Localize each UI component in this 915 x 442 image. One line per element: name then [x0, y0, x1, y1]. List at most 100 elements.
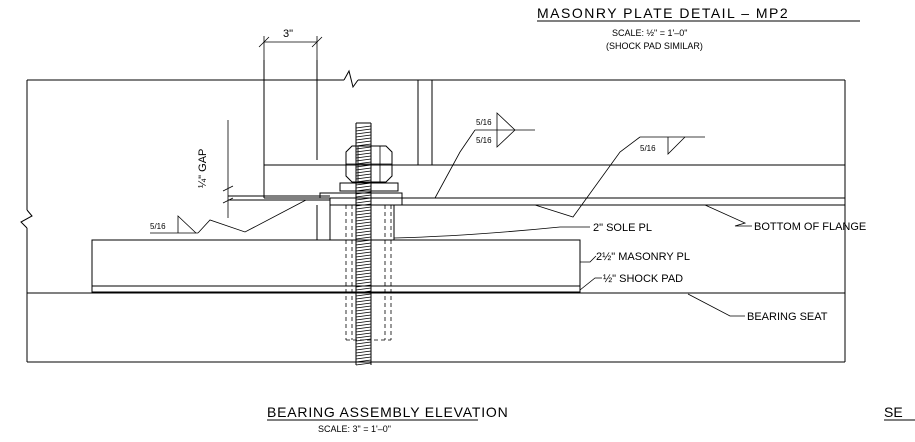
bolt-thread [355, 242, 372, 246]
bolt-thread [355, 206, 372, 210]
bolt-thread [355, 329, 372, 333]
bolt-thread [355, 356, 372, 360]
gap-dimension: ¼" GAP [197, 120, 234, 218]
shock-pad-callout-label: ½" SHOCK PAD [603, 273, 683, 285]
bolt-thread [355, 338, 372, 342]
bolt-thread [355, 353, 372, 357]
masonry-plate-callout-label: 2½" MASONRY PL [596, 251, 690, 263]
dimension-3in: 3" [258, 28, 323, 60]
bolt-thread [355, 212, 372, 216]
shock-pad-callout: ½" SHOCK PAD [579, 273, 683, 291]
bolt-thread [355, 173, 372, 177]
bolt-thread [355, 233, 372, 237]
bolt-thread [355, 248, 372, 252]
bolt-thread [355, 218, 372, 222]
bolt-thread [355, 236, 372, 240]
bolt-thread [355, 125, 372, 129]
bottom-title-scale: SCALE: 3" = 1'–0" [318, 424, 391, 434]
bolt-thread [355, 335, 372, 339]
shock-pad [91, 285, 581, 293]
gap-dimension-label: ¼" GAP [197, 149, 209, 188]
bolt-thread [355, 230, 372, 234]
bottom-of-flange-label: BOTTOM OF FLANGE [754, 221, 866, 233]
bolt-thread [355, 332, 372, 336]
weld-symbol-right: 5/16 [534, 136, 705, 218]
bolt-thread [355, 266, 372, 270]
bolt-thread [355, 140, 372, 144]
bolt-thread [355, 146, 372, 150]
bolt-thread [355, 296, 372, 300]
top-title-note: (SHOCK PAD SIMILAR) [606, 41, 703, 51]
bolt-thread [355, 128, 372, 132]
weld-symbol-upper-top-label: 5/16 [476, 118, 492, 127]
bolt-thread [355, 137, 372, 141]
bolt-thread [355, 302, 372, 306]
bolt-thread [355, 164, 372, 168]
bolt-thread [355, 362, 372, 366]
bolt-thread [355, 269, 372, 273]
bolt-thread [355, 257, 372, 261]
side-title-fragment: SE [884, 404, 903, 420]
bolt-thread [355, 272, 372, 276]
masonry-plate-callout: 2½" MASONRY PL [580, 251, 690, 263]
bolt-thread [355, 155, 372, 159]
anchor-bolt [355, 122, 372, 366]
bolt-thread [355, 320, 372, 324]
bolt-thread [355, 131, 372, 135]
bolt-thread [355, 308, 372, 312]
top-title-scale: SCALE: ½" = 1'–0" [612, 28, 687, 38]
bolt-thread [355, 317, 372, 321]
weld-symbol-upper: 5/16 5/16 [434, 112, 535, 199]
bolt-thread [355, 251, 372, 255]
bolt-thread [355, 299, 372, 303]
sole-plate [228, 195, 403, 240]
bolt-thread [355, 176, 372, 180]
bolt-thread [355, 134, 372, 138]
weld-symbol-right-label: 5/16 [640, 144, 656, 153]
bolt-thread [355, 311, 372, 315]
masonry-plate [91, 239, 581, 287]
bolt-thread [355, 215, 372, 219]
washer [319, 182, 403, 199]
bolt-thread [355, 275, 372, 279]
bolt-thread [355, 323, 372, 327]
bolt-thread [355, 314, 372, 318]
bolt-thread [355, 341, 372, 345]
bolt-thread [355, 167, 372, 171]
bolt-thread [355, 326, 372, 330]
bolt-thread [355, 224, 372, 228]
weld-symbol-left: 5/16 [150, 199, 307, 234]
sole-plate-callout-label: 2" SOLE PL [593, 222, 652, 234]
bottom-of-flange-callout: BOTTOM OF FLANGE [704, 204, 866, 233]
bolt-thread [355, 221, 372, 225]
sole-plate-callout: 2" SOLE PL [393, 222, 652, 239]
bolt-thread [355, 158, 372, 162]
bolt-thread [355, 287, 372, 291]
bolt-thread [355, 254, 372, 258]
bolt-thread [355, 185, 372, 189]
bolt-thread [355, 260, 372, 264]
weld-symbol-left-label: 5/16 [150, 222, 166, 231]
bolt-thread [355, 281, 372, 285]
hex-nut [345, 145, 393, 183]
dimension-3in-label: 3" [283, 28, 293, 40]
top-title: MASONRY PLATE DETAIL – MP2 [537, 5, 789, 21]
bottom-title: BEARING ASSEMBLY ELEVATION [267, 404, 509, 420]
bolt-thread [355, 194, 372, 198]
bolt-thread [355, 278, 372, 282]
bolt-thread [355, 263, 372, 267]
bolt-thread [355, 152, 372, 156]
bolt-thread [355, 344, 372, 348]
bolt-thread [355, 359, 372, 363]
bolt-thread [355, 293, 372, 297]
girder-outline [20, 69, 846, 363]
bolt-thread [355, 200, 372, 204]
bolt-thread [355, 290, 372, 294]
bolt-thread [355, 245, 372, 249]
bolt-thread [355, 350, 372, 354]
anchor-bolt-hole [345, 205, 392, 341]
stiffener-plate [263, 60, 433, 198]
bolt-thread [355, 347, 372, 351]
bolt-thread [355, 239, 372, 243]
